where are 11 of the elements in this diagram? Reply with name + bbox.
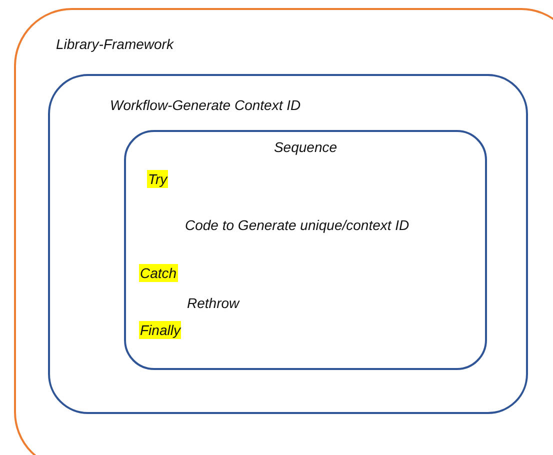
highlighted-keyword: Try — [147, 170, 168, 188]
container-title: Sequence — [272, 138, 338, 156]
rounded-container — [14, 8, 553, 455]
body-text: Rethrow — [187, 294, 240, 312]
rounded-container — [48, 74, 528, 414]
body-text: Code to Generate unique/context ID — [185, 216, 410, 234]
container-title: Workflow-Generate Context ID — [110, 96, 301, 114]
container-title: Library-Framework — [56, 35, 174, 53]
rounded-container — [124, 130, 487, 370]
highlighted-keyword: Finally — [139, 321, 182, 339]
highlighted-keyword: Catch — [139, 264, 178, 282]
